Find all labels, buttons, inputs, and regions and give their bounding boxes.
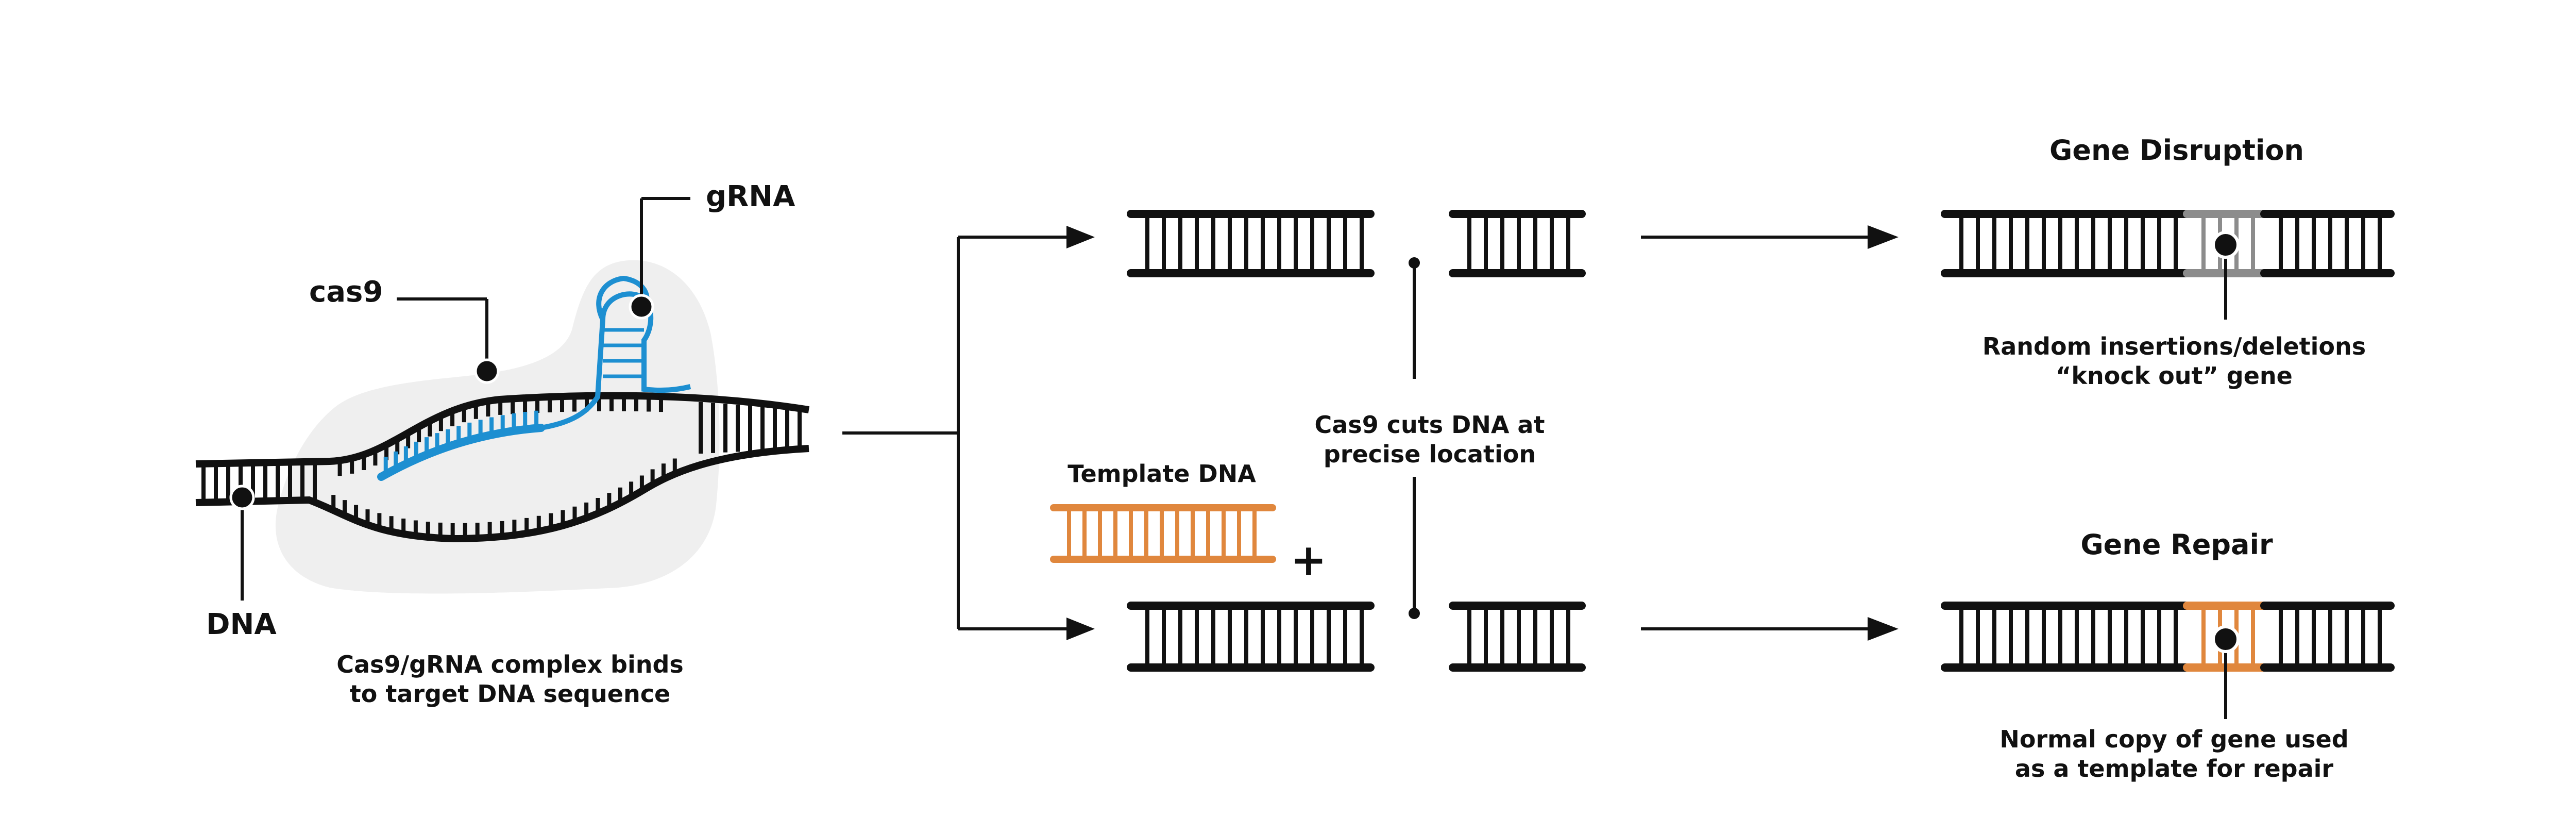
gene-repair-panel: Gene Repair Normal copy of gene used as … <box>1941 528 2395 782</box>
cut-indicator: Cas9 cuts DNA at precise location <box>1315 257 1545 619</box>
branch-connector <box>842 236 1072 630</box>
fragment-top-left <box>1127 210 1375 277</box>
template-dna-ladder <box>1050 504 1276 563</box>
arrowhead-repair <box>1868 617 1899 641</box>
dna-label: DNA <box>206 608 277 641</box>
dna-strand-bottom <box>195 445 809 543</box>
fragment-bottom-left <box>1127 602 1375 672</box>
disruption-left <box>1941 210 2191 277</box>
gene-disruption-title: Gene Disruption <box>2049 134 2304 166</box>
grna-rungs <box>383 410 539 475</box>
cut-dna-fragments <box>1127 210 1586 672</box>
fragment-top-right <box>1449 210 1586 277</box>
dna-rungs <box>201 395 802 539</box>
cut-caption-line1: Cas9 cuts DNA at <box>1315 411 1545 439</box>
dna-strand-top <box>195 392 810 468</box>
cut-caption-line2: precise location <box>1324 440 1536 468</box>
repair-caption-line1: Normal copy of gene used <box>1999 725 2348 753</box>
dna-callout: DNA <box>206 485 277 641</box>
arrowhead-bottom <box>1066 618 1095 640</box>
repaired-dna <box>1941 602 2395 672</box>
arrowhead-disruption <box>1868 225 1899 249</box>
binding-caption-line2: to target DNA sequence <box>350 680 670 708</box>
disruption-caption-line1: Random insertions/deletions <box>1982 332 2366 360</box>
template-dna-group: Template DNA + <box>1050 460 1327 585</box>
fragment-bottom-right <box>1449 602 1586 672</box>
gene-disruption-panel: Gene Disruption Random insertions/deleti… <box>1941 134 2395 390</box>
grna-callout: gRNA <box>629 180 795 320</box>
disruption-right <box>2260 210 2395 277</box>
arrowhead-top <box>1066 226 1095 248</box>
grna-label: gRNA <box>706 180 795 213</box>
dna-helix <box>195 275 810 543</box>
template-dna-label: Template DNA <box>1067 460 1256 488</box>
repair-caption-line2: as a template for repair <box>2015 755 2333 782</box>
cas9-label: cas9 <box>309 275 383 309</box>
binding-caption-line1: Cas9/gRNA complex binds <box>336 651 684 678</box>
disrupted-dna <box>1941 210 2395 277</box>
template-dna <box>1050 504 1276 563</box>
repair-left <box>1941 602 2191 672</box>
cas9-callout: cas9 <box>309 275 500 384</box>
outcome-arrows <box>1641 236 1870 630</box>
cas9-complex-panel: gRNA cas9 DNA Cas9/gRNA complex binds to… <box>195 180 810 708</box>
disruption-caption-line2: “knock out” gene <box>2056 362 2293 390</box>
repair-right <box>2260 602 2395 672</box>
grna-hairpin-rungs <box>603 328 644 378</box>
gene-repair-title: Gene Repair <box>2080 528 2273 561</box>
plus-sign: + <box>1291 535 1327 585</box>
